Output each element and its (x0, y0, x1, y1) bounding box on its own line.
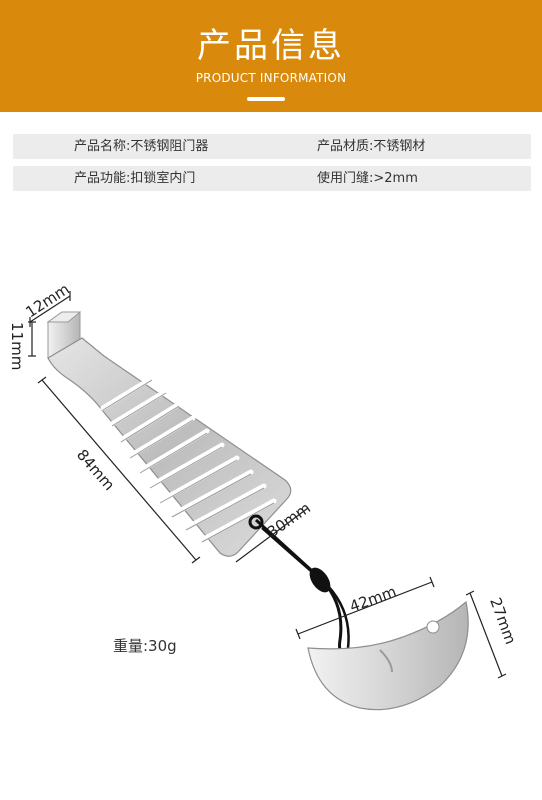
spec-row: 产品功能:扣锁室内门 使用门缝:>2mm (13, 166, 531, 191)
spec-function: 产品功能:扣锁室内门 (74, 171, 196, 186)
spec-material: 产品材质:不锈钢材 (317, 139, 426, 154)
spec-row: 产品名称:不锈钢阻门器 产品材质:不锈钢材 (13, 134, 531, 159)
page-title: 产品信息 (197, 26, 345, 66)
page-subtitle: PRODUCT INFORMATION (195, 71, 347, 85)
crescent-blade (307, 600, 469, 711)
dimension-lines (28, 291, 507, 679)
product-weight: 重量:30g (113, 637, 177, 655)
cord-lock (309, 567, 331, 593)
dim-plate-length: 84mm (73, 446, 118, 494)
title-underline (247, 97, 285, 101)
slotted-plate (47, 337, 292, 557)
spec-door-gap: 使用门缝:>2mm (317, 171, 418, 186)
plate-slots (100, 375, 277, 543)
dim-hook-height: 11mm (8, 322, 26, 370)
header-banner: 产品信息 PRODUCT INFORMATION (0, 0, 542, 112)
dim-blade-width: 42mm (347, 582, 399, 615)
dim-blade-height: 27mm (486, 595, 519, 647)
spec-product-name: 产品名称:不锈钢阻门器 (74, 139, 209, 154)
